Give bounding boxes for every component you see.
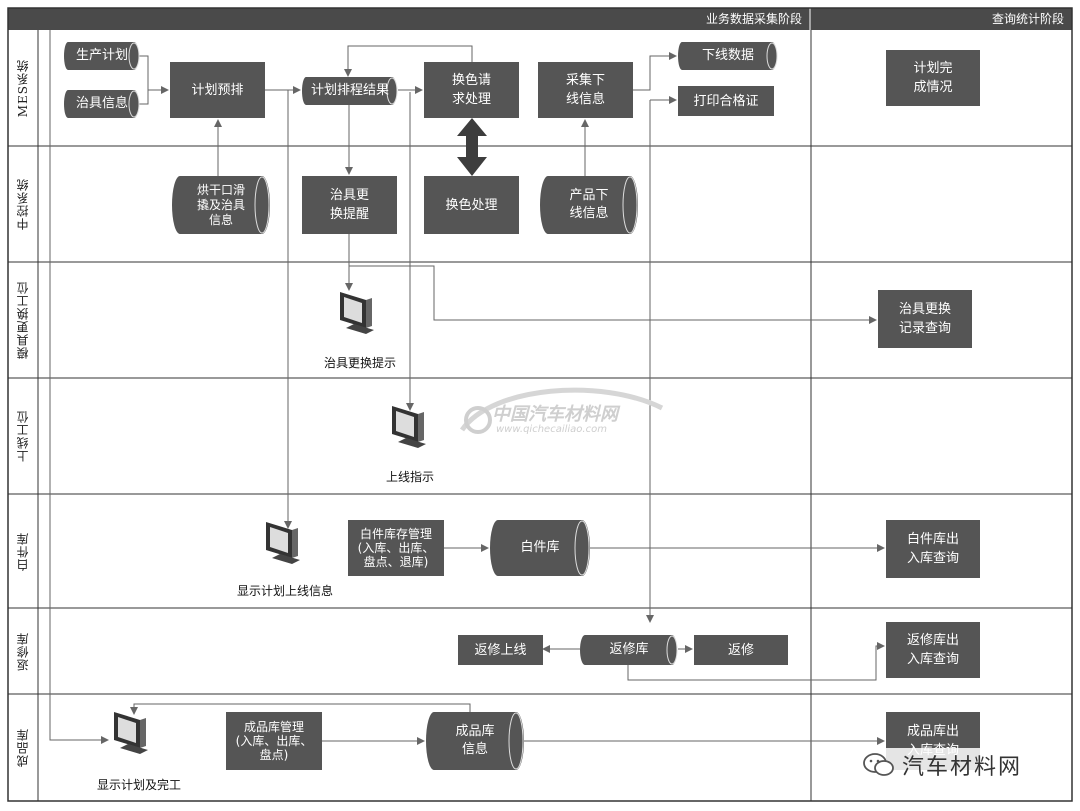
- phase-collect-header: 业务数据采集阶段: [705, 12, 802, 26]
- rework-store-db-node: 返修库: [580, 635, 678, 665]
- offline-data-node: 下线数据: [678, 42, 778, 70]
- monitor-icon: [266, 522, 300, 564]
- online-instruction-caption: 上线指示: [385, 470, 434, 484]
- white-store-db-node: 白件库: [490, 520, 590, 576]
- lane-label-online-station: 上线工位: [15, 410, 30, 462]
- wechat-icon: [863, 753, 894, 776]
- monitor-icon: [340, 292, 374, 334]
- lane-label-mes: MES系统: [15, 58, 30, 118]
- lane-label-finished-store: 成品库: [15, 728, 30, 767]
- lane-label-rework-store: 返修库: [15, 631, 30, 671]
- white-store-query-box: 白件库出 入库查询: [886, 520, 980, 578]
- watermark-badge: 汽车材料网: [862, 748, 1062, 782]
- finished-info-node: 成品库 信息: [426, 712, 524, 770]
- monitor-icon: [114, 712, 148, 754]
- rework-box: 返修: [694, 635, 788, 665]
- fixture-change-reminder-box: 治具更 换提醒: [302, 176, 397, 234]
- white-store-mgmt-box: 白件库存管理 (入库、出库、 盘点、退库): [348, 520, 444, 576]
- rework-store-query-box: 返修库出 入库查询: [886, 622, 980, 678]
- fixture-info-node: 治具信息: [64, 90, 140, 118]
- finished-mgmt-box: 成品库管理 (入库、出库、 盘点): [226, 712, 322, 770]
- rework-online-box: 返修上线: [458, 635, 543, 665]
- plan-completion-box: 计划完 成情况: [886, 50, 980, 106]
- collect-offline-box: 采集下 线信息: [538, 62, 633, 118]
- print-cert-box: 打印合格证: [678, 86, 774, 116]
- lane-label-white-store: 白件库: [15, 531, 30, 571]
- fixture-change-query-box: 治具更换 记录查询: [878, 290, 972, 348]
- show-plan-online-caption: 显示计划上线信息: [236, 584, 333, 598]
- monitor-icon: [392, 406, 426, 448]
- production-plan-node: 生产计划: [64, 42, 140, 70]
- plan-prearrange-box: 计划预排: [170, 62, 265, 118]
- phase-query-header: 查询统计阶段: [991, 12, 1064, 26]
- schedule-result-node: 计划排程结果: [302, 77, 398, 105]
- car-logo-icon: [459, 387, 664, 434]
- product-offline-info-node: 产品下 线信息: [540, 176, 638, 234]
- lane-label-tooling-station: 模具更换工位: [15, 281, 30, 359]
- lane-label-central: 中控系统: [15, 178, 30, 230]
- oven-info-node: 烘干口滑 撬及治具 信息: [172, 176, 270, 234]
- color-change-process-box: 换色处理: [424, 176, 519, 234]
- color-change-double-arrow: [457, 118, 487, 176]
- show-plan-complete-caption: 显示计划及完工: [96, 778, 181, 792]
- color-change-request-box: 换色请 求处理: [424, 62, 519, 118]
- watermark-logo: 中国汽车材料网 www.qichecailiao.com: [452, 378, 682, 448]
- fixture-change-prompt-caption: 治具更换提示: [323, 356, 396, 370]
